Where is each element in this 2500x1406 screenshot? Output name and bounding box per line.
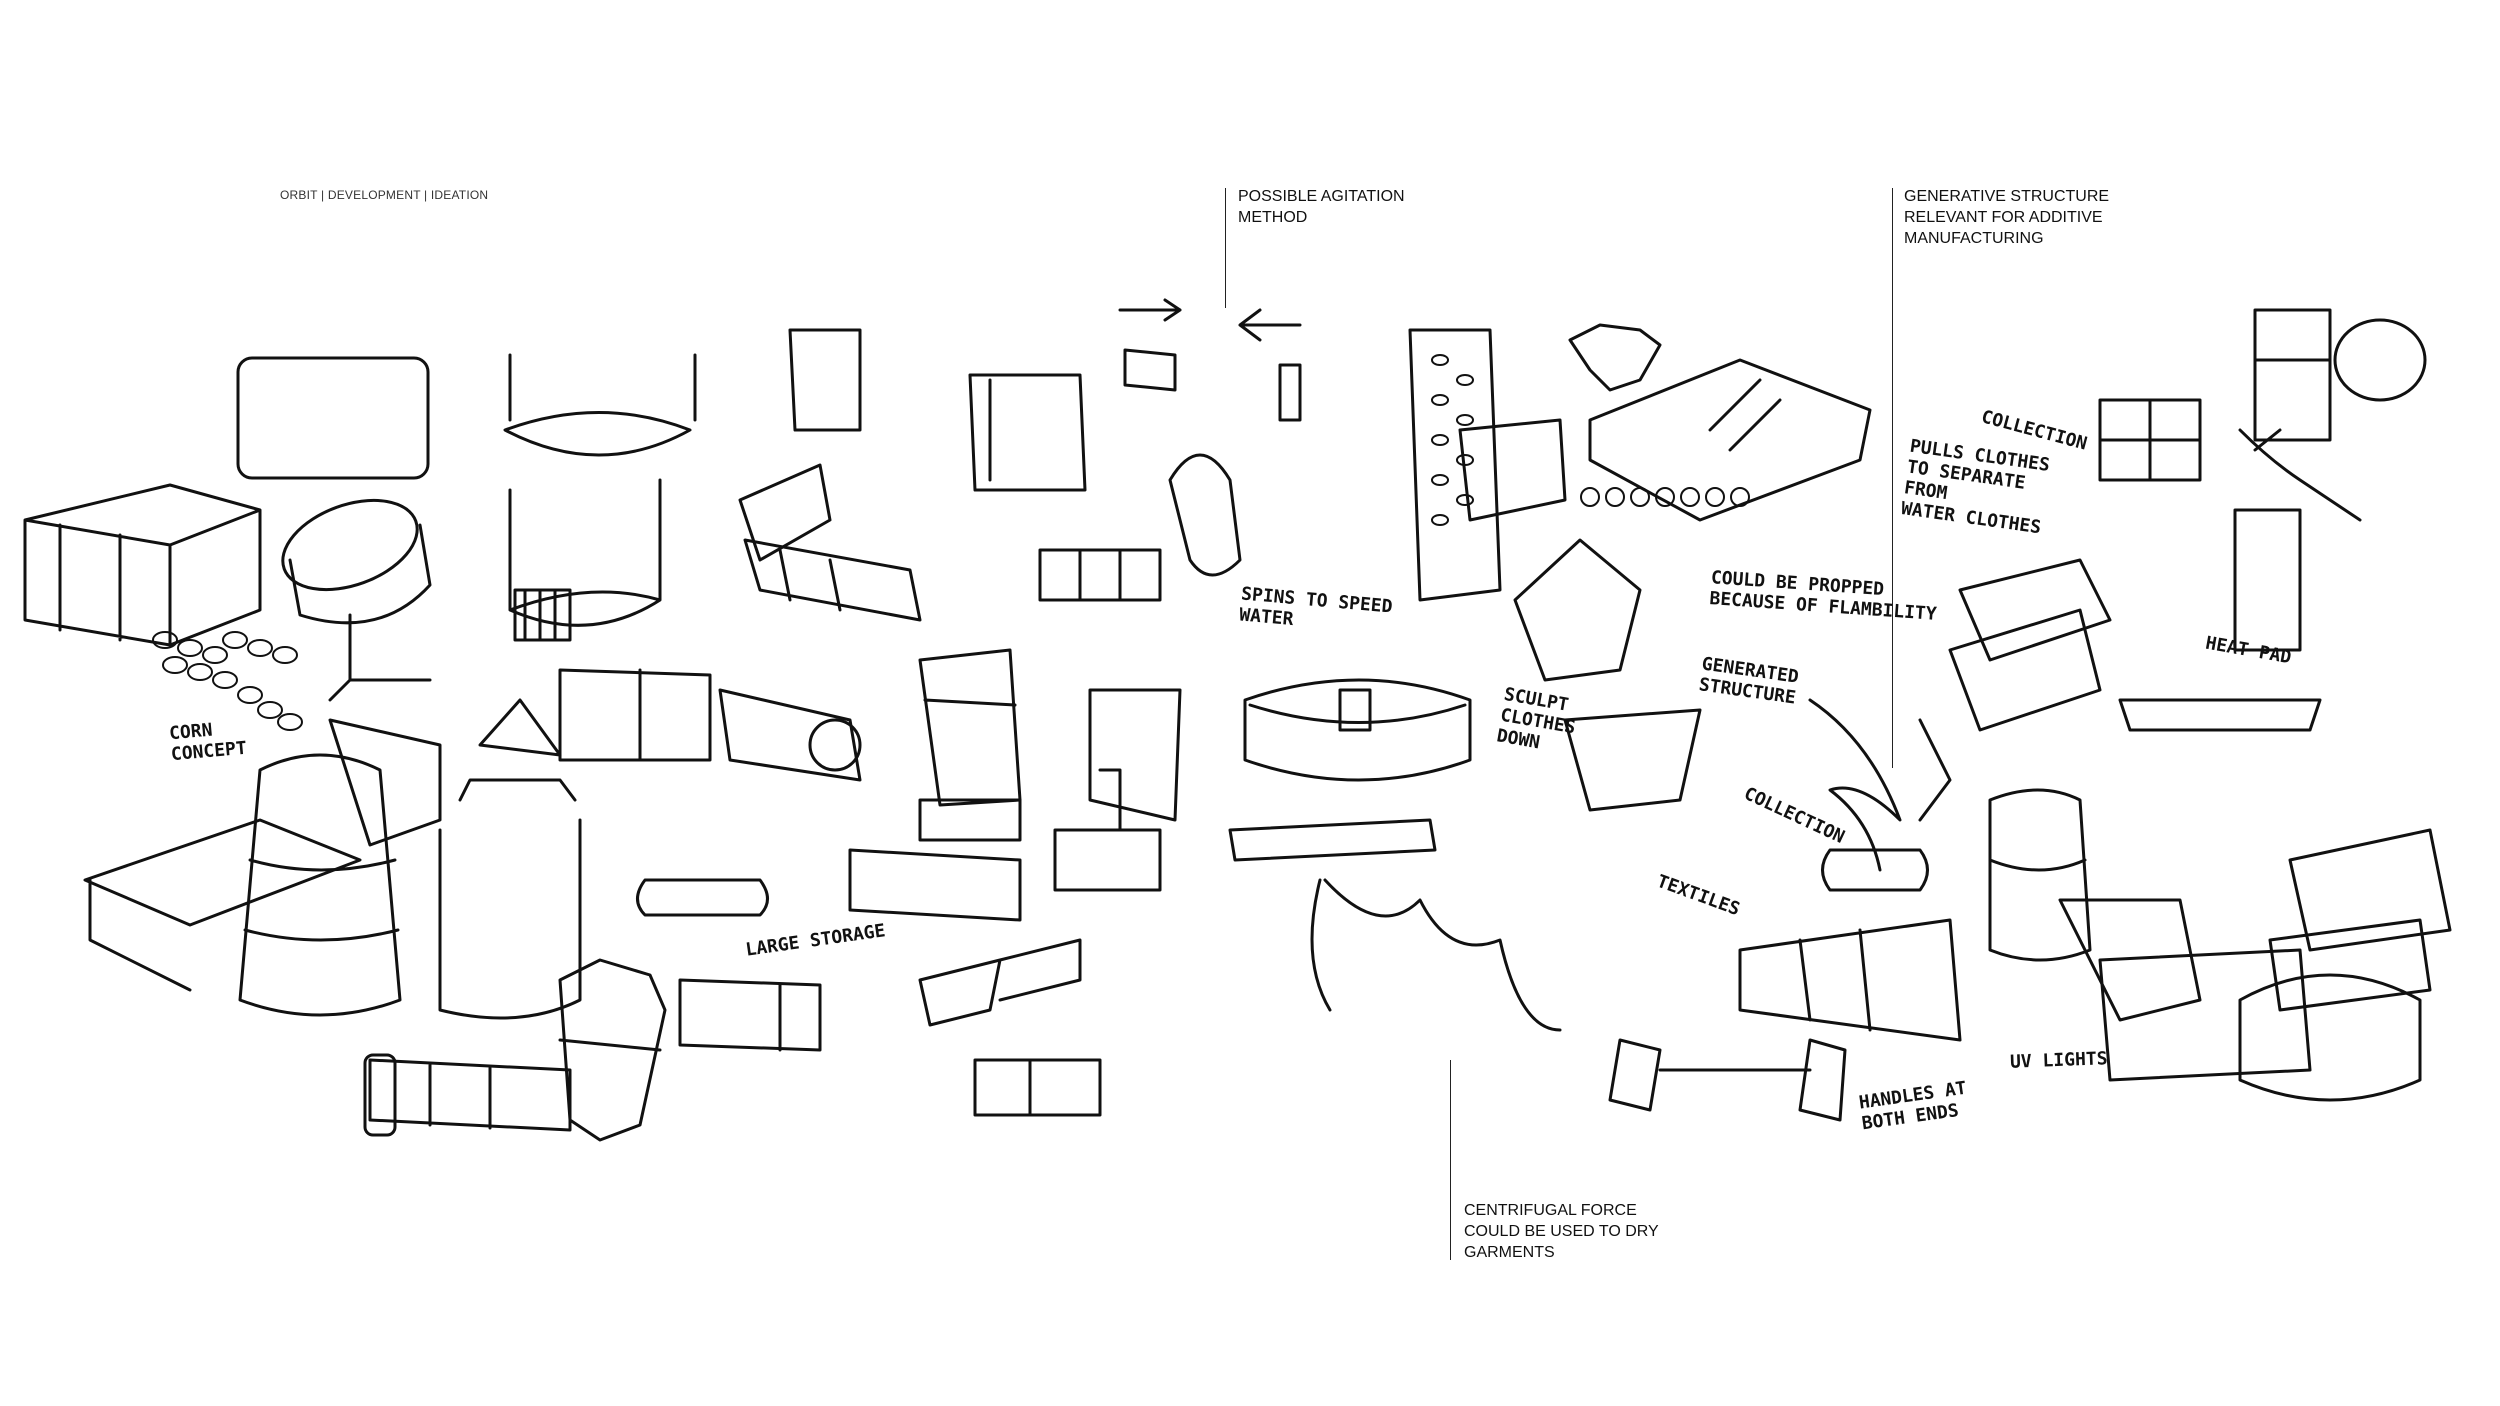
sketch-shirt bbox=[1568, 323, 1662, 392]
sketch-small-part bbox=[1123, 348, 1302, 422]
sketch-barrel-end bbox=[808, 718, 862, 772]
sculpt-clothes-note: SCULPT CLOTHES DOWN bbox=[1495, 683, 1578, 754]
sketch-perforations bbox=[1431, 354, 1474, 526]
sketch-bin bbox=[918, 798, 1022, 842]
sketch-small-prism bbox=[478, 698, 562, 757]
sketch-stacked-case bbox=[558, 668, 712, 762]
agitation-callout-line bbox=[1225, 188, 1226, 308]
sketch-tube-cap bbox=[363, 1053, 397, 1137]
sketch-barrel bbox=[718, 688, 862, 782]
sketch-front-case bbox=[848, 848, 1022, 922]
sketch-tall-vessel bbox=[238, 753, 402, 1017]
sketch-cone-device bbox=[1738, 918, 1962, 1042]
sketch-tilted-disc bbox=[281, 498, 419, 592]
generative-callout: GENERATIVE STRUCTURE RELEVANT FOR ADDITI… bbox=[1904, 188, 2110, 247]
uv-lights-note: UV LIGHTS bbox=[2009, 1048, 2108, 1073]
centrifugal-callout: CENTRIFUGAL FORCE COULD BE USED TO DRY G… bbox=[1464, 1202, 1659, 1261]
sketch-bead-row bbox=[1580, 487, 1750, 507]
sketch-rollers bbox=[1708, 378, 1782, 452]
centrifugal-callout-line bbox=[1450, 1060, 1451, 1260]
sketch-frame bbox=[973, 1058, 1102, 1117]
sketch-bucket bbox=[1513, 538, 1642, 682]
sketch-long-box bbox=[23, 483, 262, 647]
sketch-hinged-coil bbox=[2238, 428, 2362, 522]
sketch-wedge bbox=[328, 718, 442, 847]
sketch-flat-box bbox=[678, 978, 822, 1052]
sketch-block bbox=[1053, 768, 1162, 892]
sketch-corn-pellets bbox=[152, 631, 303, 731]
sketch-stacked-drawers bbox=[2098, 398, 2202, 482]
sketch-bar bbox=[636, 878, 769, 917]
sketch-shelf bbox=[1588, 358, 1872, 522]
sketch-long-case bbox=[2098, 948, 2312, 1082]
sketch-round-can bbox=[508, 478, 662, 627]
sketch-wrapped-block bbox=[743, 538, 922, 622]
sketch-cylinder-top bbox=[503, 353, 697, 457]
sketch-twist-bag bbox=[918, 648, 1022, 807]
sketch-dome bbox=[2333, 318, 2427, 402]
sketch-glass-case bbox=[2233, 508, 2302, 652]
sketch-spin-core bbox=[1338, 688, 1372, 732]
sketch-open-case bbox=[2268, 828, 2452, 1012]
sketch-heat-pad-rail bbox=[2118, 698, 2322, 732]
agitation-callout: POSSIBLE AGITATION METHOD bbox=[1238, 188, 1405, 226]
sketch-pod-row bbox=[1038, 548, 1162, 602]
corn-concept-note: CORN CONCEPT bbox=[168, 719, 248, 766]
sketch-roller-box bbox=[1458, 418, 1567, 522]
sketch-handle-box bbox=[968, 373, 1087, 492]
sketch-octagon bbox=[558, 958, 667, 1142]
sketch-slab-top bbox=[788, 328, 862, 432]
sketch-tilted-tray bbox=[918, 938, 1082, 1027]
sketch-cube bbox=[1088, 688, 1182, 822]
sketch-arrow-right-top bbox=[1238, 308, 1302, 342]
sketch-pipe bbox=[328, 613, 432, 702]
breadcrumb: ORBIT | DEVELOPMENT | IDEATION bbox=[280, 188, 489, 202]
sketch-grid-pack bbox=[513, 588, 572, 642]
sketch-funnel bbox=[1563, 708, 1702, 812]
sketch-uv-cylinder bbox=[1988, 788, 2092, 962]
sketch-drum bbox=[2238, 973, 2422, 1102]
sketch-handle-bar bbox=[1608, 1038, 1847, 1122]
sketch-generated-structure bbox=[1808, 698, 1952, 872]
sketch-handle-cylinder bbox=[438, 778, 582, 1020]
sketch-boot bbox=[2058, 898, 2202, 1022]
sketch-perforated-panel bbox=[1408, 328, 1502, 602]
sketch-tall-pod bbox=[2253, 308, 2332, 442]
generative-callout-line bbox=[1892, 188, 1893, 768]
sketch-long-tube bbox=[368, 1058, 572, 1132]
sketch-plate bbox=[1228, 818, 1437, 862]
sketch-spin-bowl bbox=[1243, 678, 1472, 782]
sketch-pod bbox=[1821, 848, 1929, 892]
sketch-bellows bbox=[1310, 878, 1562, 1032]
sketch-arrow-left-top bbox=[1118, 298, 1182, 322]
sketch-rounded-panel bbox=[236, 356, 430, 480]
sketch-cylinder-blade bbox=[1168, 453, 1242, 577]
sketch-disc-body bbox=[288, 523, 432, 625]
sketch-tray bbox=[83, 818, 362, 992]
sketch-heat-case bbox=[1948, 558, 2112, 732]
